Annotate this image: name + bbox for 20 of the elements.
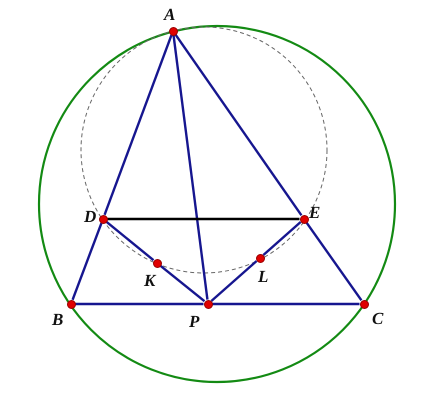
point-label: D [84, 208, 96, 225]
line-segment [210, 260, 258, 302]
line-segment [306, 222, 362, 302]
line-segment [106, 220, 154, 262]
line-segment [103, 34, 173, 216]
point-label: P [189, 313, 200, 330]
line-segment [262, 221, 302, 256]
point-label: A [164, 6, 176, 23]
line-segment [172, 35, 209, 300]
point-label: B [52, 311, 64, 328]
point-label: E [309, 204, 320, 221]
point-label: L [258, 268, 268, 285]
line-segment [174, 34, 302, 216]
line-segment [108, 218, 300, 220]
point-label: K [144, 272, 156, 289]
line-segment [71, 222, 103, 300]
line-segment [76, 302, 204, 306]
point-label: C [372, 310, 384, 327]
line-segment [160, 264, 206, 302]
line-segment [212, 302, 360, 306]
